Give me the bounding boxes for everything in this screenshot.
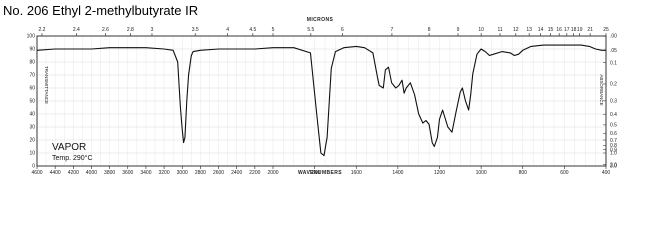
micron-tick-label: 2.4	[73, 27, 80, 33]
y-tick-label: 30	[29, 125, 35, 131]
y-tick-label: 90	[29, 47, 35, 53]
spectrum-figure: No. 206 Ethyl 2-methylbutyrate IR 0 10 20 3…	[3, 3, 618, 176]
y-tick-label: 70	[29, 73, 35, 79]
absorbance-tick-label: 0.7	[610, 138, 617, 144]
micron-tick-label: 17	[564, 27, 570, 33]
annotation-temp: Temp. 290°C	[52, 154, 93, 162]
x-tick-label: 1000	[476, 170, 487, 176]
absorbance-tick-label: 0.3	[610, 99, 617, 105]
x-tick-label: 4200	[68, 170, 79, 176]
y-axis-label: TRANSMITTANCE	[44, 66, 49, 104]
y-tick-label: 20	[29, 138, 35, 144]
x-axis-label: WAVENUMBERS	[298, 170, 342, 176]
x-tick-label: 4000	[86, 170, 97, 176]
x-tick-label: 400	[602, 170, 611, 176]
x-tick-label: 1800	[309, 170, 320, 176]
micron-tick-label: 11	[497, 27, 502, 33]
x-tick-label: 4400	[50, 170, 61, 176]
x-tick-label: 3800	[104, 170, 115, 176]
micron-tick-label: 3	[151, 27, 154, 33]
x-tick-label: 2600	[213, 170, 224, 176]
absorbance-tick-label: 0.5	[610, 123, 617, 129]
x-tick-label: 3000	[177, 170, 188, 176]
absorbance-tick-label: .00	[610, 34, 617, 40]
x-tick-label: 2200	[249, 170, 260, 176]
x-tick-label: 1600	[351, 170, 362, 176]
annotation-vapor: VAPOR	[52, 142, 86, 153]
absorbance-tick-label: 0.1	[610, 60, 617, 66]
absorbance-tick-label: 1.0	[610, 151, 617, 157]
x-tick-label: 2800	[195, 170, 206, 176]
micron-tick-label: 6	[341, 27, 344, 33]
absorbance-tick-label: 3.0	[610, 164, 617, 170]
x-tick-label: 1200	[434, 170, 445, 176]
micron-tick-label: 7	[391, 27, 394, 33]
micron-tick-label: 13	[526, 27, 532, 33]
absorbance-tick-label: 0.9	[610, 147, 617, 153]
micron-tick-label: 2.8	[127, 27, 134, 33]
micron-tick-label: 14	[538, 27, 544, 33]
micron-tick-label: 2.2	[38, 27, 45, 33]
x-tick-label: 600	[560, 170, 569, 176]
absorbance-axis-label: ABSORBANCE	[599, 74, 604, 105]
micron-tick-label: 5.5	[307, 27, 314, 33]
y-tick-label: 100	[27, 34, 36, 40]
y-tick-label: 10	[29, 151, 35, 157]
spectrum-series-line	[36, 44, 606, 157]
x-tick-label: 2000	[267, 170, 278, 176]
absorbance-tick-label: 0.2	[610, 82, 617, 88]
micron-tick-label: 5	[272, 27, 275, 33]
x-tick-label: 800	[519, 170, 528, 176]
micron-tick-label: 16	[556, 27, 562, 33]
page-title: No. 206 Ethyl 2-methylbutyrate IR	[3, 3, 199, 18]
micron-tick-label: 18	[571, 27, 577, 33]
y-tick-label: 0	[32, 164, 35, 170]
y-tick-label: 50	[29, 99, 35, 105]
absorbance-tick-label: .05	[610, 48, 617, 54]
micron-tick-label: 19	[577, 27, 583, 33]
absorbance-tick-label: 0.6	[610, 131, 617, 137]
micron-tick-label: 3.5	[192, 27, 199, 33]
x-tick-label: 3400	[140, 170, 151, 176]
grid	[36, 36, 607, 166]
micron-tick-label: 15	[548, 27, 554, 33]
micron-tick-label: 21	[587, 27, 593, 33]
y-tick-label: 40	[29, 112, 35, 118]
micron-tick-label: 9	[457, 27, 460, 33]
absorbance-tick-label: 0.8	[610, 143, 617, 149]
micron-tick-label: 25	[603, 27, 609, 33]
micron-tick-label: 8	[428, 27, 431, 33]
y-tick-label: 60	[29, 86, 35, 92]
x-tick-label: 3200	[159, 170, 170, 176]
x-tick-label: 4600	[31, 170, 42, 176]
micron-tick-label: 10	[478, 27, 484, 33]
micron-tick-label: 4	[226, 27, 229, 33]
x-tick-label: 1400	[392, 170, 403, 176]
absorbance-tick-label: 0.4	[610, 112, 617, 118]
micron-axis-label: MICRONS	[307, 17, 334, 23]
micron-tick-label: 4.5	[249, 27, 256, 33]
x-tick-label: 3600	[122, 170, 133, 176]
y-tick-label: 80	[29, 60, 35, 66]
micron-tick-label: 2.6	[102, 27, 109, 33]
x-tick-label: 2400	[231, 170, 242, 176]
micron-tick-label: 12	[513, 27, 519, 33]
absorbance-tick-label: 2.0	[610, 162, 617, 168]
